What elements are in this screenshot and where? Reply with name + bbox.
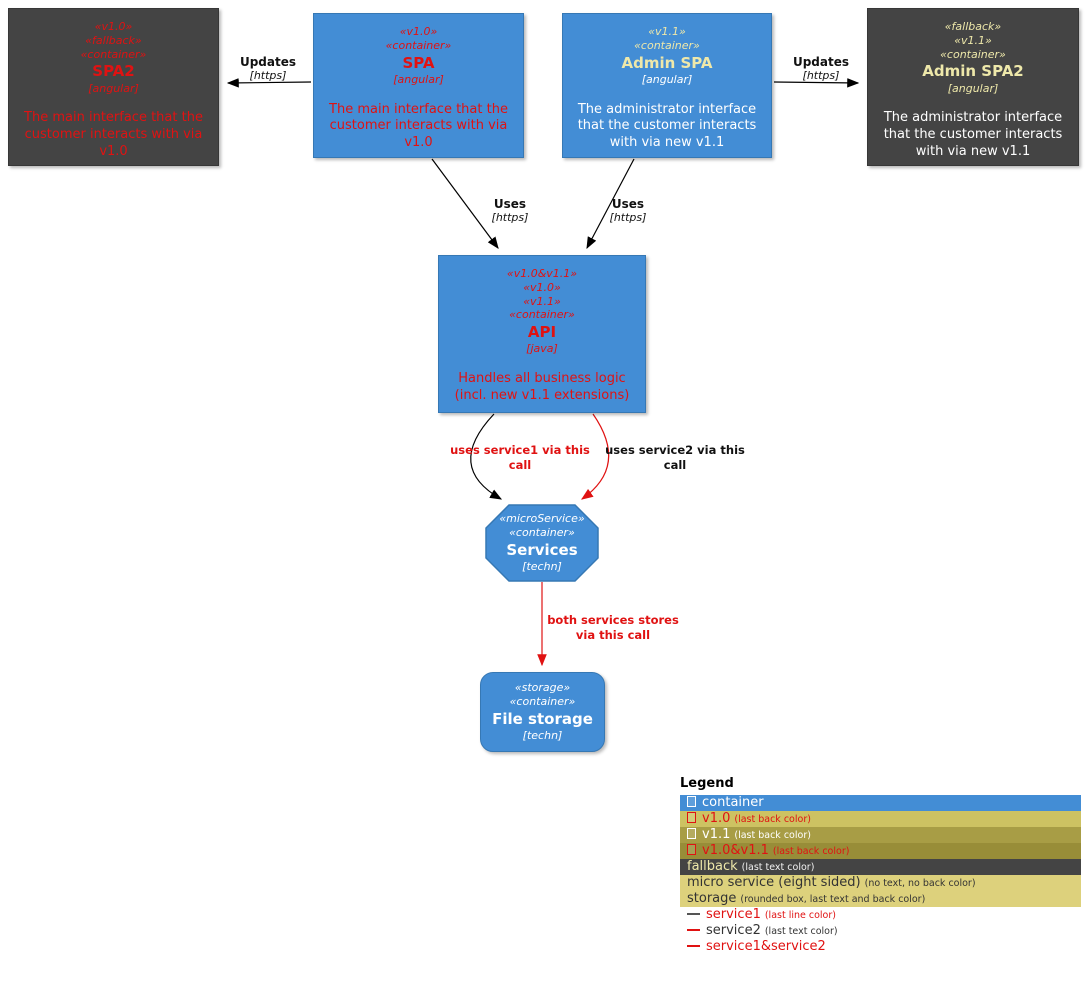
stereotype: «container» [634, 38, 700, 52]
legend-label: storage [687, 891, 737, 906]
node-spa2: «v1.0» «fallback» «container» SPA2 [angu… [8, 8, 219, 166]
node-technology: [angular] [641, 72, 693, 86]
stereotype: «container» [509, 695, 576, 708]
stereotype: «v1.0» [399, 25, 438, 38]
edge-label-uses-right: Uses [https] [593, 197, 663, 225]
legend-note: (last text color) [741, 862, 815, 873]
box-icon [687, 828, 696, 839]
node-admin-spa2: «fallback» «v1.1» «container» Admin SPA2… [867, 8, 1079, 166]
stereotype: «fallback» [944, 20, 1002, 33]
node-description: The administrator interface that the cus… [883, 110, 1063, 159]
edge-label-uses-left: Uses [https] [475, 197, 545, 225]
stereotype: «v1.0» [523, 280, 561, 294]
octagon-shape [485, 504, 599, 582]
edge-label-updates-right: Updates [https] [783, 55, 859, 83]
node-technology: [angular] [947, 81, 999, 95]
legend-row-fallback: fallback(last text color) [680, 859, 1081, 875]
node-description: The main interface that the customer int… [24, 110, 203, 159]
legend-label: fallback [687, 859, 738, 874]
node-description: Handles all business logic (incl. new v1… [454, 371, 630, 403]
node-spa: «v1.0» «container» SPA [angular] The mai… [313, 13, 524, 158]
legend-note: (last back color) [772, 846, 850, 857]
line-swatch-icon [687, 945, 700, 947]
legend-row-v1-1: v1.1(last back color) [680, 827, 1081, 843]
node-technology: [techn] [522, 729, 563, 742]
edge-label-technology: [https] [609, 211, 647, 225]
stereotype: «fallback» [85, 33, 142, 47]
legend-row-service1: service1(last line color) [680, 907, 1081, 923]
edge-label-technology: [https] [802, 69, 840, 83]
node-description: The administrator interface that the cus… [577, 101, 757, 150]
legend-note: (rounded box, last text and back color) [740, 894, 926, 905]
legend-row-v1-0-and-v1-1: v1.0&v1.1(last back color) [680, 843, 1081, 859]
node-api: «v1.0&v1.1» «v1.0» «v1.1» «container» AP… [438, 255, 646, 413]
node-title: File storage [492, 709, 593, 728]
node-title: SPA2 [92, 62, 135, 81]
node-technology: [angular] [88, 81, 139, 95]
node-title: SPA [402, 53, 435, 72]
legend-note: (no text, no back color) [864, 878, 976, 889]
legend-row-service2: service2(last text color) [680, 923, 1081, 939]
legend-label: v1.0 [702, 811, 731, 826]
edge-label-service2: uses service2 via this call [605, 443, 745, 472]
legend-note: (last text color) [764, 926, 838, 937]
node-technology: [techn] [522, 560, 562, 573]
node-description: The main interface that the customer int… [329, 101, 508, 150]
stereotype: «container» [80, 47, 147, 61]
legend-note: (last back color) [734, 830, 811, 841]
node-technology: [angular] [393, 72, 444, 86]
stereotype: «storage» [514, 681, 571, 695]
node-title: Admin SPA2 [922, 62, 1024, 81]
stereotype: «container» [509, 308, 575, 322]
legend-label: service2 [706, 923, 761, 938]
stereotype: «v1.0&v1.1» [506, 267, 578, 280]
box-icon [687, 844, 696, 855]
stereotype: «container» [940, 47, 1006, 61]
legend: Legend container v1.0(last back color) v… [680, 776, 1081, 955]
box-icon [687, 812, 696, 823]
stereotype: «container» [509, 526, 575, 539]
edge-label-service1: uses service1 via this call [450, 443, 590, 472]
edge-label-text: Uses [493, 197, 527, 211]
edge-label-technology: [https] [249, 69, 287, 83]
legend-label: micro service (eight sided) [687, 875, 861, 890]
stereotype: «container» [385, 38, 452, 52]
edge-label-text: Uses [611, 197, 645, 211]
legend-title: Legend [680, 776, 734, 791]
node-admin-spa: «v1.1» «container» Admin SPA [angular] T… [562, 13, 772, 158]
legend-row-storage: storage(rounded box, last text and back … [680, 891, 1081, 907]
edge-label-stores: both services stores via this call [547, 613, 679, 642]
node-title: API [527, 323, 557, 341]
box-icon [687, 796, 696, 807]
line-swatch-icon [687, 913, 700, 915]
legend-label: v1.0&v1.1 [702, 843, 769, 858]
legend-label: service1 [706, 907, 761, 922]
legend-row-micro-service: micro service (eight sided)(no text, no … [680, 875, 1081, 891]
legend-note: (last back color) [734, 814, 811, 825]
line-swatch-icon [687, 929, 700, 931]
stereotype: «v1.1» [523, 294, 561, 308]
legend-note: (last line color) [764, 910, 836, 921]
legend-row-container: container [680, 795, 1081, 811]
legend-label: service1&service2 [706, 939, 826, 954]
stereotype: «v1.1» [648, 25, 686, 38]
stereotype: «v1.0» [94, 20, 133, 33]
node-services: «microService» «container» Services [tec… [485, 504, 599, 582]
legend-row-service1-and-service2: service1&service2 [680, 939, 1081, 955]
stereotype: «microService» [499, 512, 585, 526]
legend-label: v1.1 [702, 827, 731, 842]
legend-row-v1-0: v1.0(last back color) [680, 811, 1081, 827]
node-title: Services [506, 540, 578, 559]
node-technology: [java] [526, 342, 558, 356]
legend-label: container [702, 795, 764, 810]
edge-label-technology: [https] [491, 211, 529, 225]
edge-label-text: Updates [792, 55, 850, 69]
edge-label-text: Updates [239, 55, 297, 69]
stereotype: «v1.1» [954, 33, 992, 47]
node-title: Admin SPA [621, 53, 713, 72]
node-file-storage: «storage» «container» File storage [tech… [480, 672, 605, 752]
edge-label-updates-left: Updates [https] [230, 55, 306, 83]
